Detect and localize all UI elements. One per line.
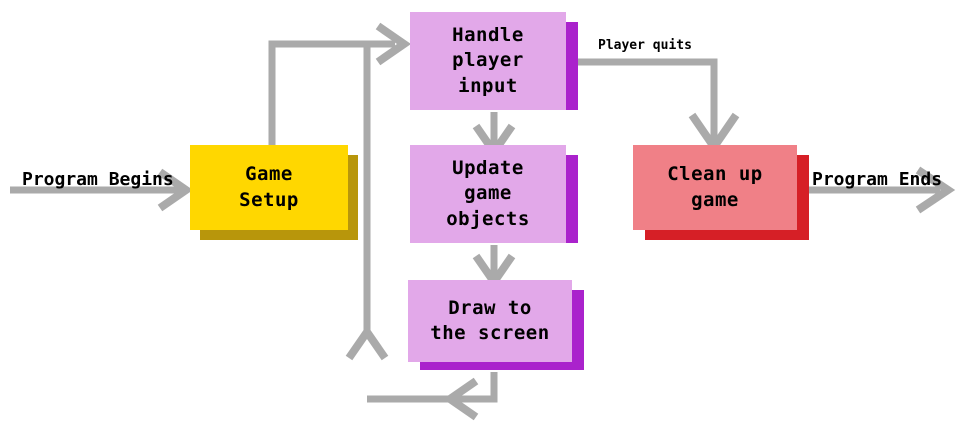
program-begins-line-1: Program: [22, 169, 98, 190]
edge-game-setup-to-handle-input: [268, 22, 412, 150]
handle-player-input-label-line-1: Handle: [452, 24, 524, 47]
draw-to-the-screen-label-line-2: the screen: [430, 322, 550, 344]
edge-loop-return-riser: [345, 44, 389, 361]
io-label-program-begins: Program Begins: [22, 168, 174, 193]
node-handle-player-input[interactable]: Handle player input: [410, 12, 566, 110]
node-clean-up-game[interactable]: Clean up game: [633, 145, 797, 230]
edge-cleanup-to-program-ends: [800, 166, 956, 214]
edge-update-to-draw: [472, 245, 516, 290]
game-setup-label-line-1: Game: [245, 163, 293, 186]
io-label-program-ends: Program Ends: [812, 168, 942, 193]
edge-draw-to-loop-return: [367, 372, 498, 421]
node-update-game-objects[interactable]: Update game objects: [410, 145, 566, 243]
update-game-objects-label-line-1: Update: [452, 157, 524, 180]
handle-player-input-label-line-2: player: [452, 49, 524, 72]
node-game-setup[interactable]: Game Setup: [190, 145, 348, 230]
update-game-objects-label-line-2: game: [464, 182, 512, 205]
game-setup-label-line-2: Setup: [239, 188, 299, 211]
node-draw-to-the-screen[interactable]: Draw to the screen: [408, 280, 572, 362]
handle-player-input-label-line-3: input: [458, 74, 518, 97]
clean-up-game-label-line-1: Clean up: [667, 163, 763, 186]
update-game-objects-label-line-3: objects: [446, 207, 530, 230]
program-begins-line-2: Begins: [108, 169, 174, 190]
program-ends-line-2: Ends: [898, 169, 943, 190]
edge-player-quits-to-cleanup: [575, 58, 740, 155]
edge-label-player-quits: Player quits: [598, 38, 692, 53]
program-ends-line-1: Program: [812, 169, 888, 190]
edge-program-begins-to-game-setup: [10, 168, 194, 212]
draw-to-the-screen-label-line-1: Draw to: [448, 296, 532, 319]
clean-up-game-label-line-2: game: [691, 188, 739, 211]
